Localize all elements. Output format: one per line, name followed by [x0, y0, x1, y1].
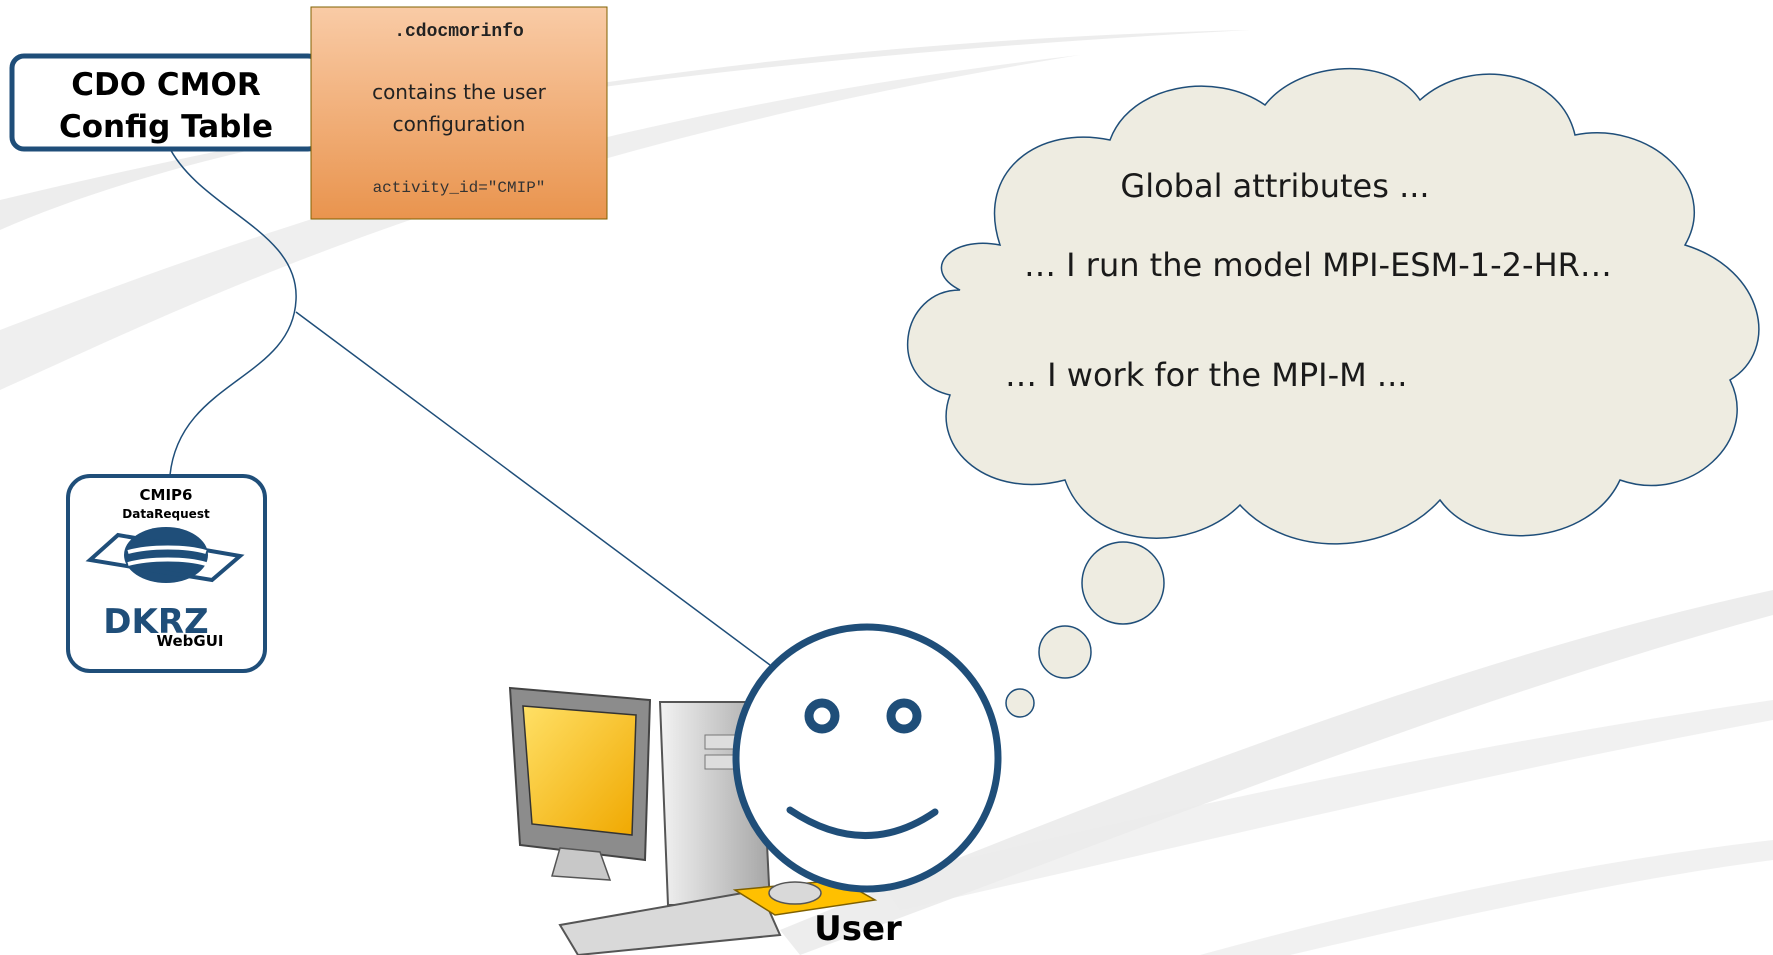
dkrz-globe-icon	[85, 527, 245, 583]
thought-bubble-small	[1005, 688, 1035, 718]
webgui-logo[interactable]: CMIP6 DataRequest DKRZ WebGUI	[66, 474, 267, 673]
connector-config-to-webgui	[167, 144, 297, 476]
note-description-line2: configuration	[393, 112, 526, 136]
cdocmorinfo-note[interactable]: .cdocmorinfo contains the user configura…	[310, 6, 608, 220]
config-table-title-line2: Config Table	[59, 109, 273, 145]
logo-webgui-text: WebGUI	[157, 632, 224, 650]
thought-bubble-medium	[1038, 625, 1092, 679]
left-eye	[804, 698, 840, 734]
note-description-line1: contains the user	[372, 80, 547, 104]
user-smiley-icon	[732, 623, 1002, 893]
smile	[786, 806, 939, 839]
thought-bubble-large	[1081, 541, 1165, 625]
note-filename: .cdocmorinfo	[394, 22, 524, 42]
background-swooshes	[0, 30, 1773, 955]
cloud-text-line2: … I run the model MPI-ESM-1-2-HR…	[1024, 246, 1612, 284]
thought-cloud: Global attributes ... … I run the model …	[906, 67, 1760, 718]
cloud-text-line1: Global attributes ...	[1120, 167, 1429, 205]
connector-config-to-user	[295, 311, 771, 666]
cloud-text-line3: … I work for the MPI-M ...	[1005, 356, 1407, 394]
right-eye	[886, 698, 922, 734]
user-label: User	[814, 909, 902, 949]
config-table-title-line1: CDO CMOR	[71, 67, 261, 103]
logo-datarequest-text: DataRequest	[122, 507, 210, 521]
config-table-box[interactable]: CDO CMOR Config Table	[9, 53, 323, 152]
note-code-line: activity_id="CMIP"	[373, 179, 546, 197]
logo-dkrz-text: DKRZ	[103, 602, 208, 642]
logo-cmip6-text: CMIP6	[140, 486, 193, 504]
